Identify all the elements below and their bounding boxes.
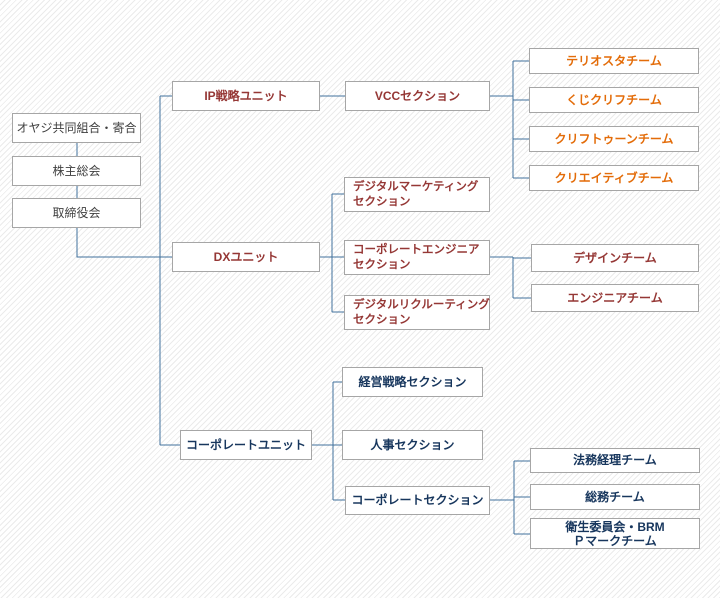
org-box-label: 人事セクション [370,437,455,452]
org-box-label: VCCセクション [374,88,461,103]
org-box-label: デジタルリクルーティング [353,298,490,311]
org-box-design-team: デザインチーム [531,244,699,272]
org-box-label: くじクリフチーム [566,92,662,107]
org-box-label: クリフトゥーンチーム [554,131,674,146]
org-box-keiei-senryaku-section: 経営戦略セクション [342,367,483,397]
org-box-digital-recruiting-section: デジタルリクルーティングセクション [344,295,490,330]
org-box-label: 法務経理チーム [573,453,657,467]
org-box-label: エンジニアチーム [567,290,663,305]
org-box-label: 衛生委員会・BRM [565,519,665,534]
org-box-label: クリエイティブチーム [554,170,674,185]
org-box-ip-senryaku-unit: IP戦略ユニット [172,81,320,111]
org-box-corporate-engineer-section: コーポレートエンジニアセクション [344,240,490,275]
org-box-label: 総務チーム [585,489,645,504]
org-box-jinji-section: 人事セクション [342,430,483,460]
org-box-label: セクション [353,313,411,326]
org-box-teriosta-team: テリオスタチーム [529,48,699,74]
connector-line [76,228,172,258]
org-box-dx-unit: DXユニット [172,242,320,272]
org-box-label: Ｐマークチーム [573,533,657,548]
org-box-label: 経営戦略セクション [358,374,467,389]
org-box-kabunushi-soukai: 株主総会 [12,156,141,186]
org-box-label: デジタルマーケティング [353,180,479,193]
org-box-digital-marketing-section: デジタルマーケティングセクション [344,177,490,212]
org-box-label: セクション [353,195,411,208]
org-box-soumu-team: 総務チーム [530,484,700,510]
org-box-label: 取締役会 [52,205,101,220]
org-box-label: デザインチーム [573,250,657,265]
org-box-kurifutoon-team: クリフトゥーンチーム [529,126,699,152]
org-box-kujikurifu-team: くじクリフチーム [529,87,699,113]
org-box-vcc-section: VCCセクション [345,81,490,111]
org-box-label: コーポレートセクション [351,493,484,507]
org-box-engineer-team: エンジニアチーム [531,284,699,312]
org-box-label: 株主総会 [52,163,101,178]
org-box-label: コーポレートエンジニア [353,243,480,256]
org-box-oyaji-kumiai: オヤジ共同組合・寄合 [12,113,141,143]
org-box-corporate-section: コーポレートセクション [345,486,490,515]
org-box-corporate-unit: コーポレートユニット [180,430,312,460]
org-box-torishimariyakukai: 取締役会 [12,198,141,228]
org-box-label: コーポレートユニット [185,437,306,452]
org-box-label: IP戦略ユニット [204,88,288,103]
org-box-label: DXユニット [213,249,279,264]
org-box-label: オヤジ共同組合・寄合 [16,120,137,135]
org-box-creative-team: クリエイティブチーム [529,165,699,191]
org-box-label: セクション [353,258,411,271]
org-box-label: テリオスタチーム [566,53,662,68]
org-box-houmu-keiri-team: 法務経理チーム [530,448,700,473]
